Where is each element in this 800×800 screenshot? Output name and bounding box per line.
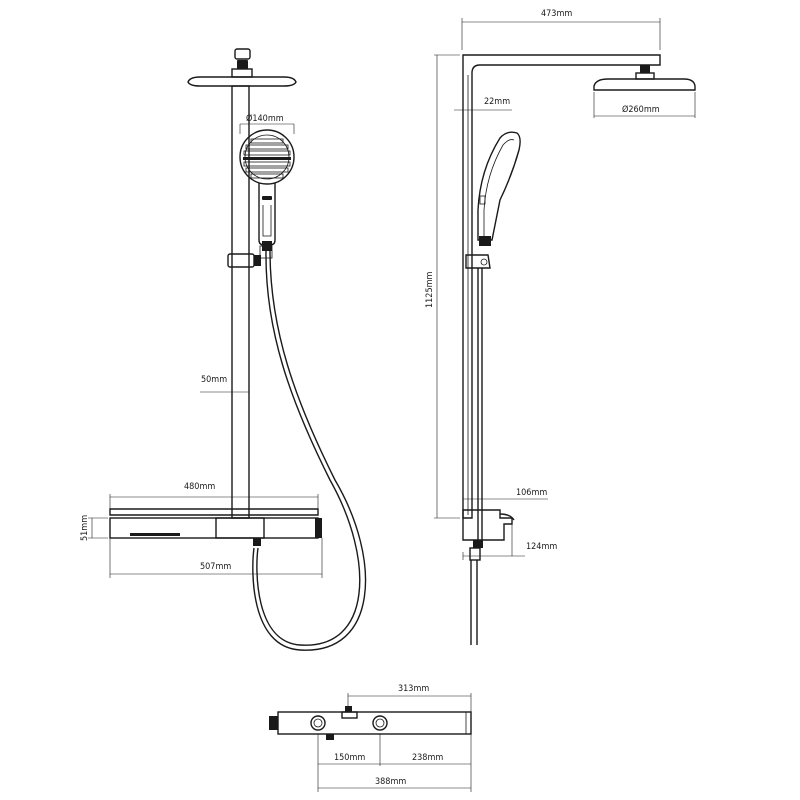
front-body-width-label: 507mm xyxy=(200,562,231,572)
side-hand-shower xyxy=(465,131,521,269)
bottom-inlet-span-label: 313mm xyxy=(398,684,429,694)
bottom-dim-offsets: 150mm 238mm xyxy=(317,734,472,768)
side-dim-overhead-diameter: Ø260mm xyxy=(593,92,696,118)
side-dim-total-height: 1125mm xyxy=(425,54,460,519)
front-hand-shower xyxy=(239,129,295,251)
side-dim-shelf-depth: 106mm xyxy=(462,488,548,510)
front-dim-head-diameter: Ø140mm xyxy=(239,113,295,134)
side-shower-arm xyxy=(462,54,661,519)
side-dim-arm-length: 473mm xyxy=(461,9,661,50)
bottom-right-offset-label: 238mm xyxy=(412,753,443,763)
front-rail-width-label: 50mm xyxy=(201,375,227,385)
side-arm-length-label: 473mm xyxy=(541,9,572,19)
front-shelf-width-label: 480mm xyxy=(184,482,215,492)
side-shelf-depth-label: 106mm xyxy=(516,488,547,498)
side-arm-offset-label: 22mm xyxy=(484,97,510,107)
bottom-left-offset-label: 150mm xyxy=(334,753,365,763)
side-overhead-diameter-label: Ø260mm xyxy=(622,104,660,115)
bottom-view: 313mm 150mm 238mm 388mm xyxy=(269,684,472,792)
side-view: 473mm 22mm Ø260mm 1125mm 106mm xyxy=(425,9,696,645)
front-shelf-body xyxy=(109,508,322,546)
bottom-valve-body xyxy=(269,706,472,740)
front-dim-rail-width: 50mm xyxy=(200,375,249,393)
bottom-dim-inlet-span: 313mm xyxy=(347,684,472,712)
bottom-total-width-label: 388mm xyxy=(375,777,406,787)
side-dim-body-depth: 124mm xyxy=(462,524,557,560)
side-body-depth-label: 124mm xyxy=(526,542,557,552)
front-dim-body-width: 507mm xyxy=(109,538,323,578)
bottom-dim-total-width: 388mm xyxy=(317,768,472,792)
front-overhead-shower xyxy=(187,48,297,87)
front-shower-hose xyxy=(252,250,367,651)
front-view: Ø140mm 50mm 480mm 51mm 507mm xyxy=(80,48,367,651)
front-head-diameter-label: Ø140mm xyxy=(246,113,284,124)
side-total-height-label: 1125mm xyxy=(425,272,435,308)
side-overhead-shower xyxy=(593,65,696,91)
side-shower-hose xyxy=(470,268,483,645)
side-dim-arm-offset: 22mm xyxy=(454,97,512,111)
front-body-height-label: 51mm xyxy=(80,515,90,541)
hand-shower-nozzle-grid xyxy=(243,138,291,179)
front-dim-shelf-width: 480mm xyxy=(109,482,319,509)
front-dim-body-height: 51mm xyxy=(80,515,108,541)
